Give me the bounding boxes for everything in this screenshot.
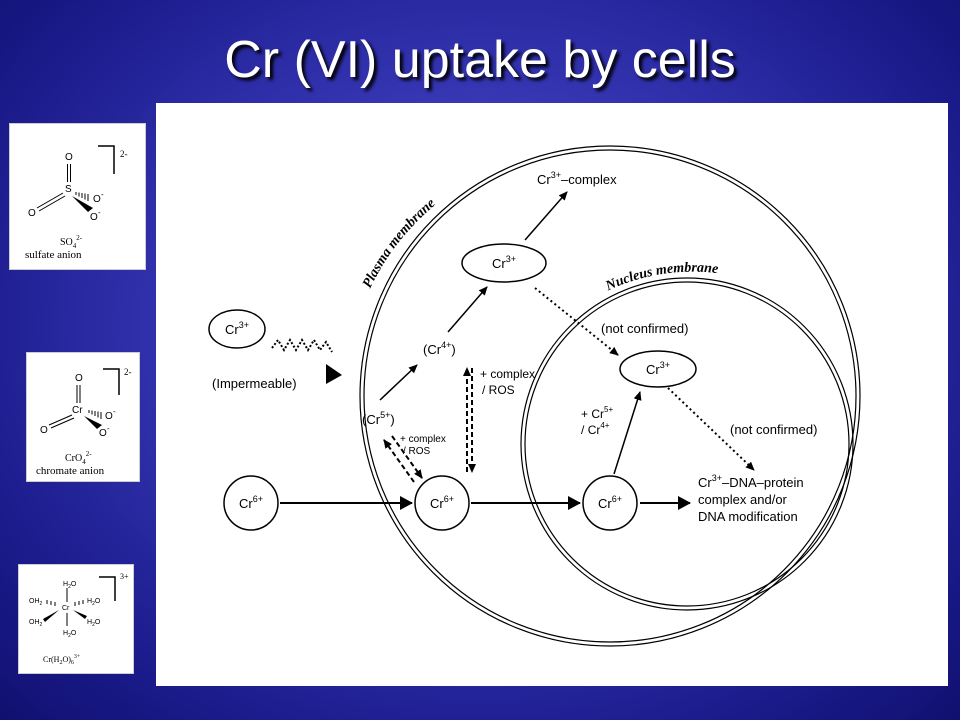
bond-dl-a <box>48 414 73 426</box>
wedge-bond <box>84 416 102 429</box>
minus-b: - <box>107 424 110 433</box>
arrow-cr4-to-cr3 <box>447 286 488 333</box>
atom-o-minus-b: O <box>99 428 107 439</box>
cr4-label: (Cr4+) <box>423 340 456 357</box>
cr5-label: (Cr5+) <box>362 410 395 427</box>
impermeable-squiggle <box>271 338 333 353</box>
charge-bracket <box>99 576 116 601</box>
center-cr: Cr <box>62 605 70 612</box>
arrow-cr6-to-cr5 <box>383 439 415 483</box>
cr3-complex-label: Cr3+–complex <box>537 170 617 187</box>
ligand-bottom: H2O <box>63 630 77 639</box>
hexaaqua-structure: 3+ H2O Cr H2O OH2 OH2 H2O H2O Cr(H2O)63+ <box>29 572 129 666</box>
bond-dl-a <box>36 192 64 209</box>
dna-complex-line3: DNA modification <box>698 509 798 524</box>
atom-cr: Cr <box>72 405 83 416</box>
ros-label-upper: / ROS <box>482 383 515 397</box>
minus-a: - <box>113 407 116 416</box>
atom-o-top: O <box>75 373 83 384</box>
not-confirmed-label-2: (not confirmed) <box>730 422 817 437</box>
atom-o-minus-a: O <box>93 194 101 205</box>
ros-label-lower: / ROS <box>403 446 431 457</box>
plasma-membrane-label: Plasma membrane <box>360 196 438 291</box>
nucleus-cr3-label: Cr3+ <box>646 360 670 377</box>
ligand-left-down: OH2 <box>29 619 43 628</box>
cytoplasm-cr6-circle <box>414 475 470 531</box>
not-confirmed-label-1: (not confirmed) <box>601 321 688 336</box>
uptake-diagram-panel: Plasma membrane Nucleus membrane Cr3+ (I… <box>156 103 948 686</box>
sulfate-name: sulfate anion <box>25 249 82 261</box>
minus-a: - <box>101 190 104 199</box>
chromate-name: chromate anion <box>36 465 105 477</box>
sulfate-structure: 2- O S O O - O - SO42- sulfate anion <box>25 145 128 261</box>
atom-o-minus-b: O <box>90 212 98 223</box>
chromate-anion-card: 2- O Cr O O - O - CrO42- chromate anion <box>26 352 140 482</box>
wedge-bond <box>72 196 93 212</box>
sulfate-charge: 2- <box>120 149 128 159</box>
wedge-right <box>73 610 87 619</box>
arrow-cr5-to-cr6 <box>391 435 423 479</box>
hashed-bond <box>75 192 89 201</box>
uptake-diagram: Plasma membrane Nucleus membrane Cr3+ (I… <box>208 145 861 647</box>
ligand-right-up: H2O <box>87 598 101 607</box>
atom-o-left: O <box>28 208 36 219</box>
dna-complex-line1: Cr3+–DNA–protein <box>698 473 804 490</box>
arrow-cr3-to-complex <box>524 191 568 241</box>
slash-cr4-label: / Cr4+ <box>581 421 610 437</box>
hashed-bond-left <box>46 600 56 606</box>
extracellular-cr6-circle <box>223 475 279 531</box>
nucleus-cr6-label: Cr6+ <box>598 494 622 511</box>
hashed-bond-right <box>74 600 84 606</box>
sulfate-anion-card: 2- O S O O - O - SO42- sulfate anion <box>9 123 146 270</box>
atom-s: S <box>65 184 72 195</box>
hashed-bond <box>88 410 102 419</box>
charge-bracket <box>98 145 115 174</box>
hexaaqua-charge: 3+ <box>120 572 129 581</box>
extracellular-cr3-ellipse <box>208 309 266 349</box>
cytoplasm-cr3-label: Cr3+ <box>492 254 516 271</box>
chromate-formula: CrO42- <box>65 450 92 466</box>
hexaaqua-formula: Cr(H2O)63+ <box>43 654 81 666</box>
nucleus-cr6-circle <box>582 475 638 531</box>
plus-complex-upper: + complex <box>480 367 535 381</box>
plasma-membrane-outer <box>359 145 861 647</box>
nucleus-membrane-inner <box>524 281 850 607</box>
bond-dl-b <box>50 417 75 429</box>
sulfate-formula: SO42- <box>60 234 83 250</box>
cytoplasm-cr3-ellipse <box>461 243 547 283</box>
extracellular-cr3-label: Cr3+ <box>225 320 249 337</box>
plus-cr5-label: + Cr5+ <box>581 405 613 421</box>
extracellular-cr6-label: Cr6+ <box>239 494 263 511</box>
chromate-structure: 2- O Cr O O - O - CrO42- chromate anion <box>36 367 132 477</box>
ligand-top: H2O <box>63 581 77 590</box>
dna-complex-line2: complex and/or <box>698 492 788 507</box>
impermeable-arrowhead <box>326 364 342 384</box>
nucleus-membrane-label: Nucleus membrane <box>603 261 719 295</box>
hexaaqua-chromium-card: 3+ H2O Cr H2O OH2 OH2 H2O H2O Cr(H2O)63+ <box>18 564 134 674</box>
atom-o-left: O <box>40 425 48 436</box>
ligand-right-down: H2O <box>87 619 101 628</box>
bond-dl-b <box>38 195 66 212</box>
impermeable-label: (Impermeable) <box>212 376 297 391</box>
ligand-left-up: OH2 <box>29 598 43 607</box>
plus-complex-label: + complex <box>400 434 446 445</box>
nucleus-membrane-outer <box>520 277 854 611</box>
slide-title: Cr (VI) uptake by cells <box>224 31 736 89</box>
charge-bracket <box>103 368 120 395</box>
chromate-charge: 2- <box>124 367 132 377</box>
atom-o-minus-a: O <box>105 411 113 422</box>
nucleus-cr3-ellipse <box>619 350 697 388</box>
atom-o-top: O <box>65 152 73 163</box>
cytoplasm-cr6-label: Cr6+ <box>430 494 454 511</box>
minus-b: - <box>98 208 101 217</box>
wedge-left <box>43 610 59 622</box>
plasma-membrane-inner <box>363 149 857 643</box>
arrow-cr5-to-cr4 <box>379 364 418 401</box>
arrow-nucleus-cr6-to-cr3 <box>613 391 642 475</box>
